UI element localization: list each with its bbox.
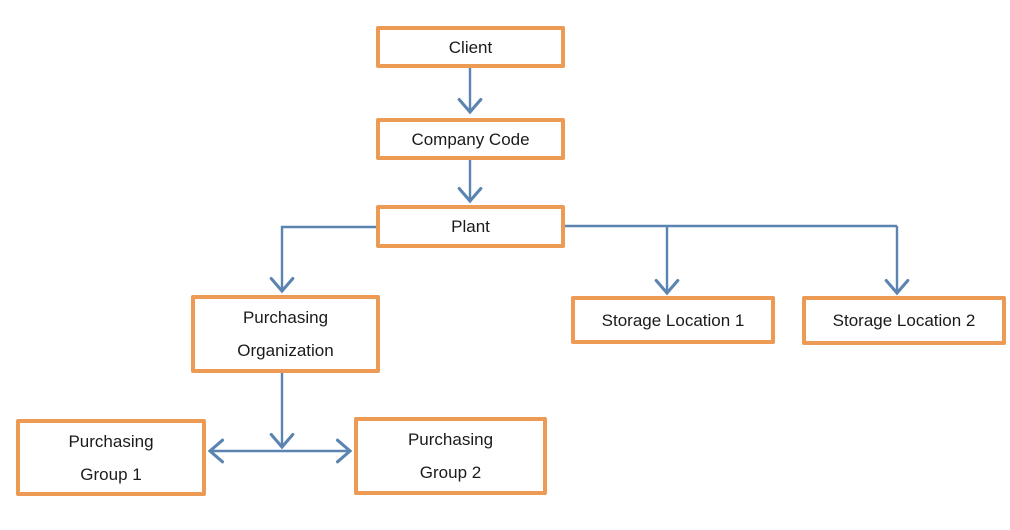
node-plant: Plant <box>376 205 565 248</box>
node-label: Storage Location 2 <box>832 311 976 330</box>
node-label-line: Organization <box>237 341 334 360</box>
node-storage-location-1: Storage Location 1 <box>571 296 775 344</box>
node-label-line: Group 1 <box>80 464 142 484</box>
node-label: Plant <box>451 217 490 236</box>
node-company-code: Company Code <box>376 118 565 160</box>
node-purchasing-group-2: Purchasing Group 2 <box>354 417 547 495</box>
node-client: Client <box>376 26 565 68</box>
node-label: Storage Location 1 <box>601 310 745 330</box>
node-label: Client <box>448 37 493 57</box>
node-label-line: Purchasing <box>242 308 329 327</box>
node-label: Company Code <box>411 129 530 149</box>
connector-plant-to-purchasing-organization <box>269 225 376 294</box>
node-label-line: Purchasing <box>407 430 494 449</box>
node-label-line: Purchasing <box>68 431 154 451</box>
node-purchasing-group-1: Purchasing Group 1 <box>16 419 206 496</box>
node-label-line: Group 2 <box>419 463 482 482</box>
node-storage-location-2: Storage Location 2 <box>802 296 1006 345</box>
node-purchasing-organization: Purchasing Organization <box>191 295 380 373</box>
